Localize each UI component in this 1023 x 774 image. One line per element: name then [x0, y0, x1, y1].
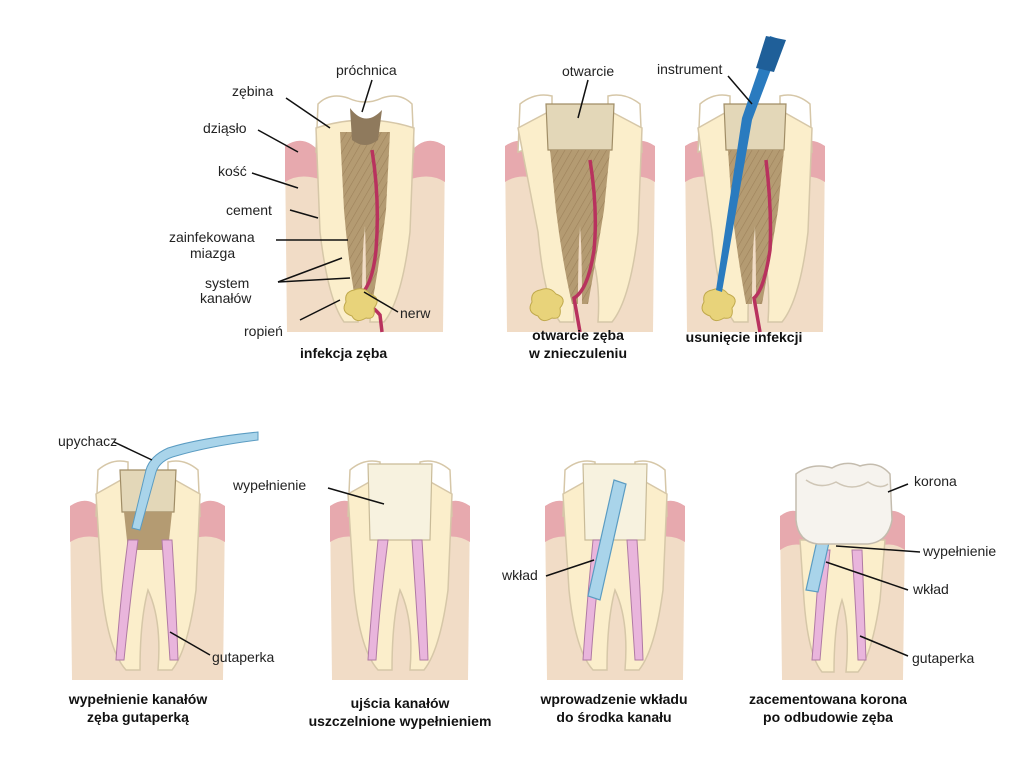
label-infected-pulp-line2: miazga [190, 245, 235, 261]
label-cement: cement [226, 202, 272, 218]
label-nerve: nerw [400, 305, 431, 321]
tooth-illustration [330, 460, 470, 680]
abscess [529, 288, 564, 322]
panel-infection-removal: instrument usunięcie infekcji [657, 36, 825, 345]
access-cavity [545, 103, 615, 151]
tooth-illustration [505, 94, 655, 333]
label-filling: wypełnienie [232, 477, 306, 493]
label-infected-pulp-line1: zainfekowana [169, 229, 255, 245]
tooth-illustration [285, 95, 445, 333]
label-post: wkład [912, 581, 949, 597]
label-gutta-percha: gutaperka [912, 650, 974, 666]
label-canal-system-line1: system [205, 275, 249, 291]
label-plugger: upychacz [58, 433, 117, 449]
caption-crown-line2: po odbudowie zęba [763, 709, 893, 725]
caption-orifices-line2: uszczelnione wypełnieniem [309, 713, 492, 729]
caption-filling-line1: wypełnienie kanałów [68, 691, 208, 707]
gutta-percha [115, 539, 179, 661]
panel-cemented-crown: korona wypełnienie wkład gutaperka zacem… [749, 462, 996, 725]
label-gum: dziąsło [203, 120, 247, 136]
label-instrument: instrument [657, 61, 722, 77]
panel-infection: próchnica zębina dziąsło kość cement zai… [169, 62, 445, 361]
label-opening: otwarcie [562, 63, 614, 79]
tooth-illustration [780, 462, 905, 680]
caries [350, 108, 382, 145]
gum [285, 140, 322, 182]
panel-opening: otwarcie otwarcie zęba w znieczuleniu [505, 63, 655, 361]
caption-crown-line1: zacementowana korona [749, 691, 907, 707]
tooth-illustration [685, 36, 825, 333]
label-bone: kość [218, 163, 247, 179]
caption-infection-removal: usunięcie infekcji [686, 329, 803, 345]
panel-canal-orifices-sealed: wypełnienie ujścia kanałów uszczelnione … [232, 460, 492, 729]
panel-post-insertion: wkład wprowadzenie wkładu do środka kana… [501, 460, 688, 725]
file-instrument-handle [756, 36, 786, 72]
tooth-illustration [70, 431, 259, 680]
nerve [752, 159, 773, 333]
label-crown: korona [914, 473, 957, 489]
caption-opening-line2: w znieczuleniu [528, 345, 627, 361]
caption-filling-line2: zęba gutaperką [87, 709, 189, 725]
caption-post-line2: do środka kanału [556, 709, 671, 725]
crown-cusps [805, 479, 889, 488]
file-instrument [716, 36, 782, 292]
label-abscess: ropień [244, 323, 283, 339]
post [587, 479, 627, 601]
callouts [251, 79, 399, 321]
abscess [701, 288, 736, 322]
gum [408, 140, 445, 182]
label-caries: próchnica [336, 62, 397, 78]
crown [795, 462, 893, 545]
caption-opening-line1: otwarcie zęba [532, 327, 624, 343]
label-post: wkład [501, 567, 538, 583]
label-filling: wypełnienie [922, 543, 996, 559]
label-gutta-percha: gutaperka [212, 649, 274, 665]
tooth-illustration [545, 460, 685, 680]
panel-gutta-percha-filling: upychacz gutaperka wypełnienie kanałów z… [58, 431, 274, 725]
caption-post-line1: wprowadzenie wkładu [539, 691, 687, 707]
abscess [343, 288, 378, 322]
filling [367, 463, 433, 541]
label-dentin: zębina [232, 83, 273, 99]
nerve [572, 159, 598, 333]
plugger [131, 431, 259, 531]
caption-infection: infekcja zęba [300, 345, 387, 361]
pulp-hatch [340, 132, 390, 304]
caption-orifices-line1: ujścia kanałów [351, 695, 450, 711]
gutta-percha [367, 539, 429, 661]
label-canal-system-line2: kanałów [200, 290, 252, 306]
